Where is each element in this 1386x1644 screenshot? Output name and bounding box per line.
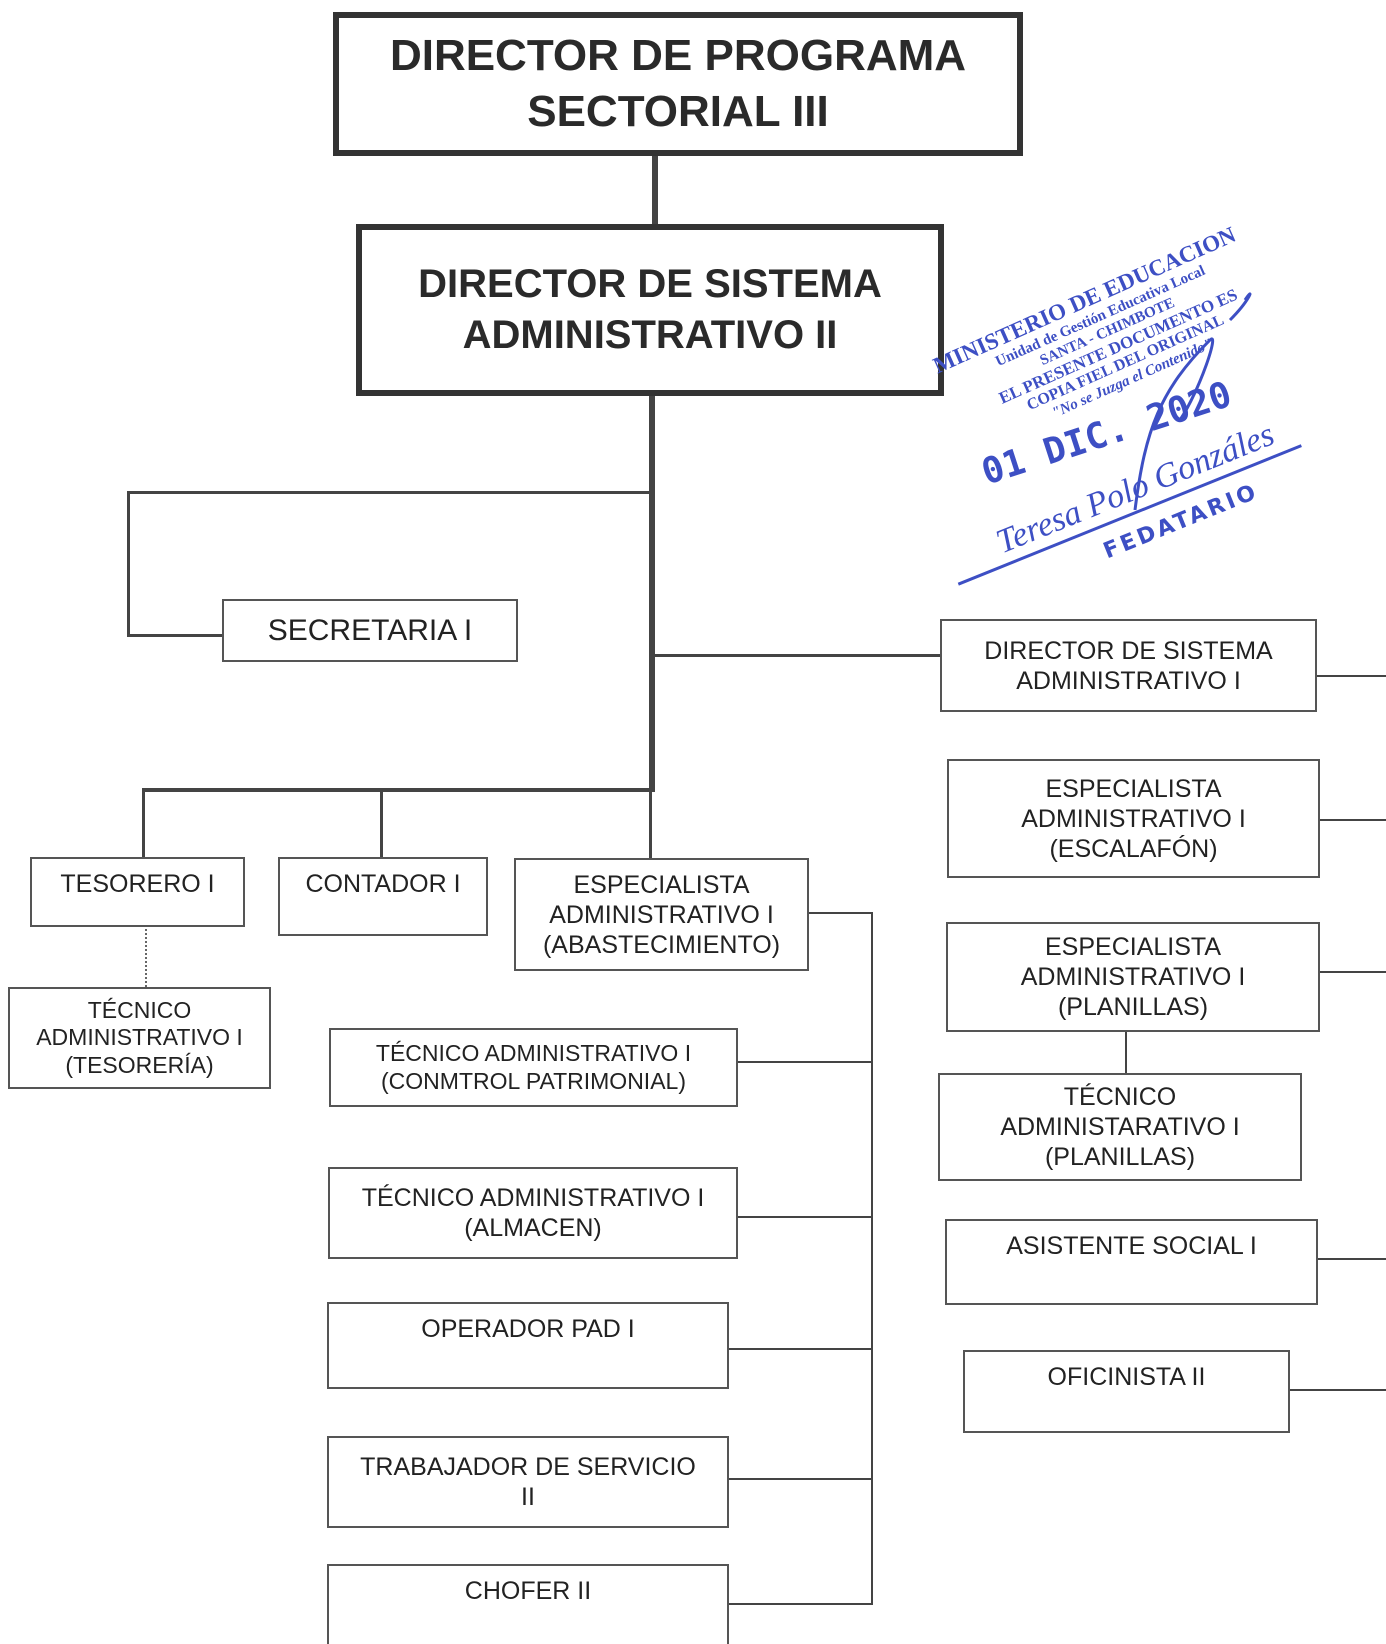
- connector-right-escalafon: [1318, 819, 1386, 821]
- connector-abast-out: [806, 912, 873, 914]
- connector-main-spine: [649, 392, 655, 790]
- node-oficinista-label: OFICINISTA II: [1047, 1363, 1206, 1391]
- connector-top: [652, 154, 658, 226]
- node-director-sistema-ii: DIRECTOR DE SISTEMA ADMINISTRATIVO II: [356, 224, 944, 396]
- connector-bottom-bar: [142, 788, 655, 792]
- node-tecnico-planillas-label: TÉCNICO ADMINISTARATIVO I (PLANILLAS): [1000, 1083, 1240, 1171]
- node-tesorero: TESORERO I: [30, 857, 245, 927]
- node-oficinista: OFICINISTA II: [963, 1350, 1290, 1433]
- node-tecnico-almacen-label: TÉCNICO ADMINISTRATIVO I (ALMACEN): [361, 1184, 705, 1242]
- node-chofer-label: CHOFER II: [464, 1577, 592, 1605]
- node-secretaria-label: SECRETARIA I: [267, 613, 473, 647]
- connector-secretaria-bottom: [127, 634, 223, 637]
- node-especialista-abastecimiento: ESPECIALISTA ADMINISTRATIVO I (ABASTECIM…: [514, 858, 809, 971]
- node-operador-pad-label: OPERADOR PAD I: [421, 1315, 635, 1343]
- node-tecnico-control-patrimonial-label: TÉCNICO ADMINISTRATIVO I (CONMTROL PATRI…: [375, 1039, 692, 1094]
- node-contador-label: CONTADOR I: [305, 870, 461, 898]
- node-chofer: CHOFER II: [327, 1564, 729, 1644]
- node-director-programa: DIRECTOR DE PROGRAMA SECTORIAL III: [333, 12, 1023, 156]
- node-especialista-planillas: ESPECIALISTA ADMINISTRATIVO I (PLANILLAS…: [946, 922, 1320, 1032]
- node-trabajador-servicio: TRABAJADOR DE SERVICIO II: [327, 1436, 729, 1528]
- node-asistente-social-label: ASISTENTE SOCIAL I: [1006, 1232, 1257, 1260]
- node-especialista-escalafon: ESPECIALISTA ADMINISTRATIVO I (ESCALAFÓN…: [947, 759, 1320, 878]
- node-operador-pad: OPERADOR PAD I: [327, 1302, 729, 1389]
- node-director-sistema-i-label: DIRECTOR DE SISTEMA ADMINISTRATIVO I: [984, 636, 1273, 695]
- connector-secretaria-top: [127, 491, 652, 494]
- node-asistente-social: ASISTENTE SOCIAL I: [945, 1219, 1318, 1305]
- connector-trabajador: [727, 1478, 873, 1480]
- connector-secretaria-left: [127, 491, 130, 637]
- connector-chofer: [727, 1603, 873, 1605]
- node-tecnico-planillas: TÉCNICO ADMINISTARATIVO I (PLANILLAS): [938, 1073, 1302, 1181]
- stamp-signature-scribble: [1133, 292, 1252, 511]
- node-tecnico-tesoreria-label: TÉCNICO ADMINISTRATIVO I (TESORERÍA): [36, 996, 243, 1078]
- node-secretaria: SECRETARIA I: [222, 599, 518, 662]
- node-contador: CONTADOR I: [278, 857, 488, 936]
- connector-right-asistente: [1316, 1258, 1386, 1260]
- node-especialista-escalafon-label: ESPECIALISTA ADMINISTRATIVO I (ESCALAFÓN…: [1021, 774, 1246, 863]
- node-trabajador-servicio-label: TRABAJADOR DE SERVICIO II: [360, 1453, 696, 1511]
- connector-almacen: [735, 1216, 873, 1218]
- node-director-programa-label: DIRECTOR DE PROGRAMA SECTORIAL III: [389, 30, 967, 136]
- connector-planillas: [1125, 1030, 1127, 1075]
- node-tecnico-control-patrimonial: TÉCNICO ADMINISTRATIVO I (CONMTROL PATRI…: [329, 1028, 738, 1107]
- node-especialista-planillas-label: ESPECIALISTA ADMINISTRATIVO I (PLANILLAS…: [1020, 933, 1246, 1021]
- connector-contador: [380, 788, 383, 858]
- connector-tesorero: [142, 788, 145, 858]
- connector-abast-vertical: [871, 912, 873, 1605]
- node-tecnico-tesoreria: TÉCNICO ADMINISTRATIVO I (TESORERÍA): [8, 987, 271, 1089]
- fedatario-stamp: MINISTERIO DE EDUCACION Unidad de Gestió…: [929, 222, 1302, 586]
- node-tesorero-label: TESORERO I: [60, 870, 215, 898]
- connector-right-planillas: [1318, 971, 1386, 973]
- node-tecnico-almacen: TÉCNICO ADMINISTRATIVO I (ALMACEN): [328, 1167, 738, 1259]
- node-director-sistema-i: DIRECTOR DE SISTEMA ADMINISTRATIVO I: [940, 619, 1317, 712]
- connector-right-oficinista: [1288, 1389, 1386, 1391]
- node-director-sistema-ii-label: DIRECTOR DE SISTEMA ADMINISTRATIVO II: [418, 261, 882, 357]
- connector-abastecimiento: [649, 788, 652, 858]
- connector-patrimonial: [735, 1061, 873, 1063]
- node-especialista-abastecimiento-label: ESPECIALISTA ADMINISTRATIVO I (ABASTECIM…: [542, 870, 781, 959]
- stamp-underline: [957, 444, 1302, 586]
- connector-operador: [727, 1348, 873, 1350]
- connector-right-branch: [652, 654, 942, 657]
- connector-right-dir-i: [1315, 675, 1386, 677]
- connector-tesoreria-dotted: [145, 925, 147, 987]
